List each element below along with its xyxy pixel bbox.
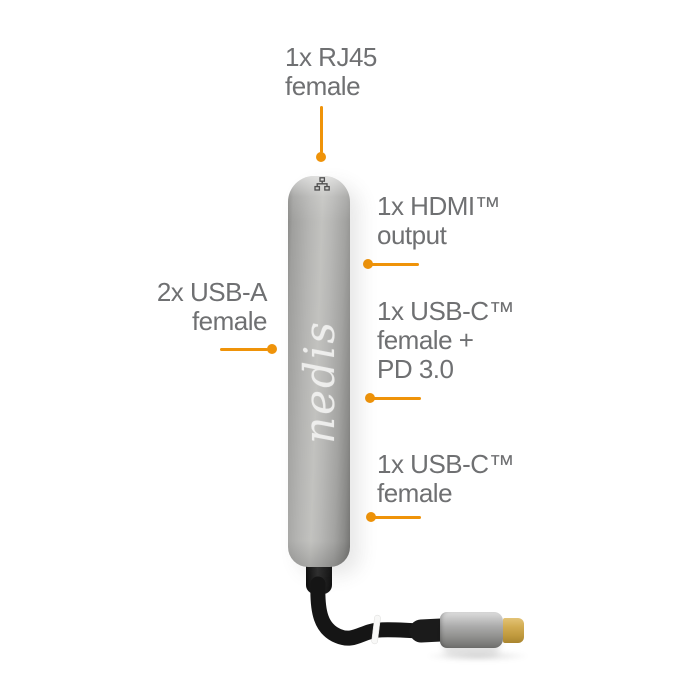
callout-line: output bbox=[377, 220, 447, 250]
callout-usb-a: 2x USB-A female bbox=[156, 277, 268, 336]
device-body bbox=[288, 176, 350, 567]
leader-line-usb-c bbox=[373, 516, 421, 519]
callout-usb-c-pd: 1x USB-C™ female + PD 3.0 bbox=[377, 296, 515, 384]
leader-line-usb-a bbox=[220, 348, 268, 351]
callout-line: 1x USB-C™ bbox=[377, 296, 515, 326]
callout-line: 1x RJ45 bbox=[285, 42, 377, 72]
leader-dot-usb-c-pd bbox=[365, 393, 375, 403]
callout-line: PD 3.0 bbox=[377, 354, 454, 384]
leader-dot-hdmi bbox=[363, 259, 373, 269]
callout-hdmi: 1x HDMI™ output bbox=[377, 191, 501, 250]
callout-usb-c: 1x USB-C™ female bbox=[377, 449, 515, 508]
leader-dot-usb-a bbox=[267, 344, 277, 354]
cable-collar bbox=[409, 618, 453, 643]
callout-line: female bbox=[377, 478, 453, 508]
callout-line: 1x USB-C™ bbox=[377, 449, 515, 479]
leader-dot-rj45 bbox=[316, 152, 326, 162]
callout-line: 2x USB-A bbox=[156, 277, 268, 307]
usb-c-connector-gold-tip bbox=[503, 618, 524, 643]
usb-c-connector-body bbox=[440, 612, 503, 648]
ethernet-network-icon bbox=[314, 177, 330, 191]
callout-line: female bbox=[191, 306, 268, 336]
leader-line-hdmi bbox=[370, 263, 419, 266]
callout-line: female + bbox=[377, 325, 474, 355]
connector-shadow bbox=[425, 650, 530, 662]
callout-line: female bbox=[285, 71, 361, 101]
leader-dot-usb-c bbox=[366, 512, 376, 522]
callout-rj45: 1x RJ45 female bbox=[285, 43, 377, 101]
cable-ring bbox=[371, 614, 381, 645]
cable-path bbox=[310, 576, 438, 646]
leader-line-rj45 bbox=[320, 106, 323, 153]
callout-line: 1x HDMI™ bbox=[377, 191, 501, 221]
leader-line-usb-c-pd bbox=[372, 397, 421, 400]
